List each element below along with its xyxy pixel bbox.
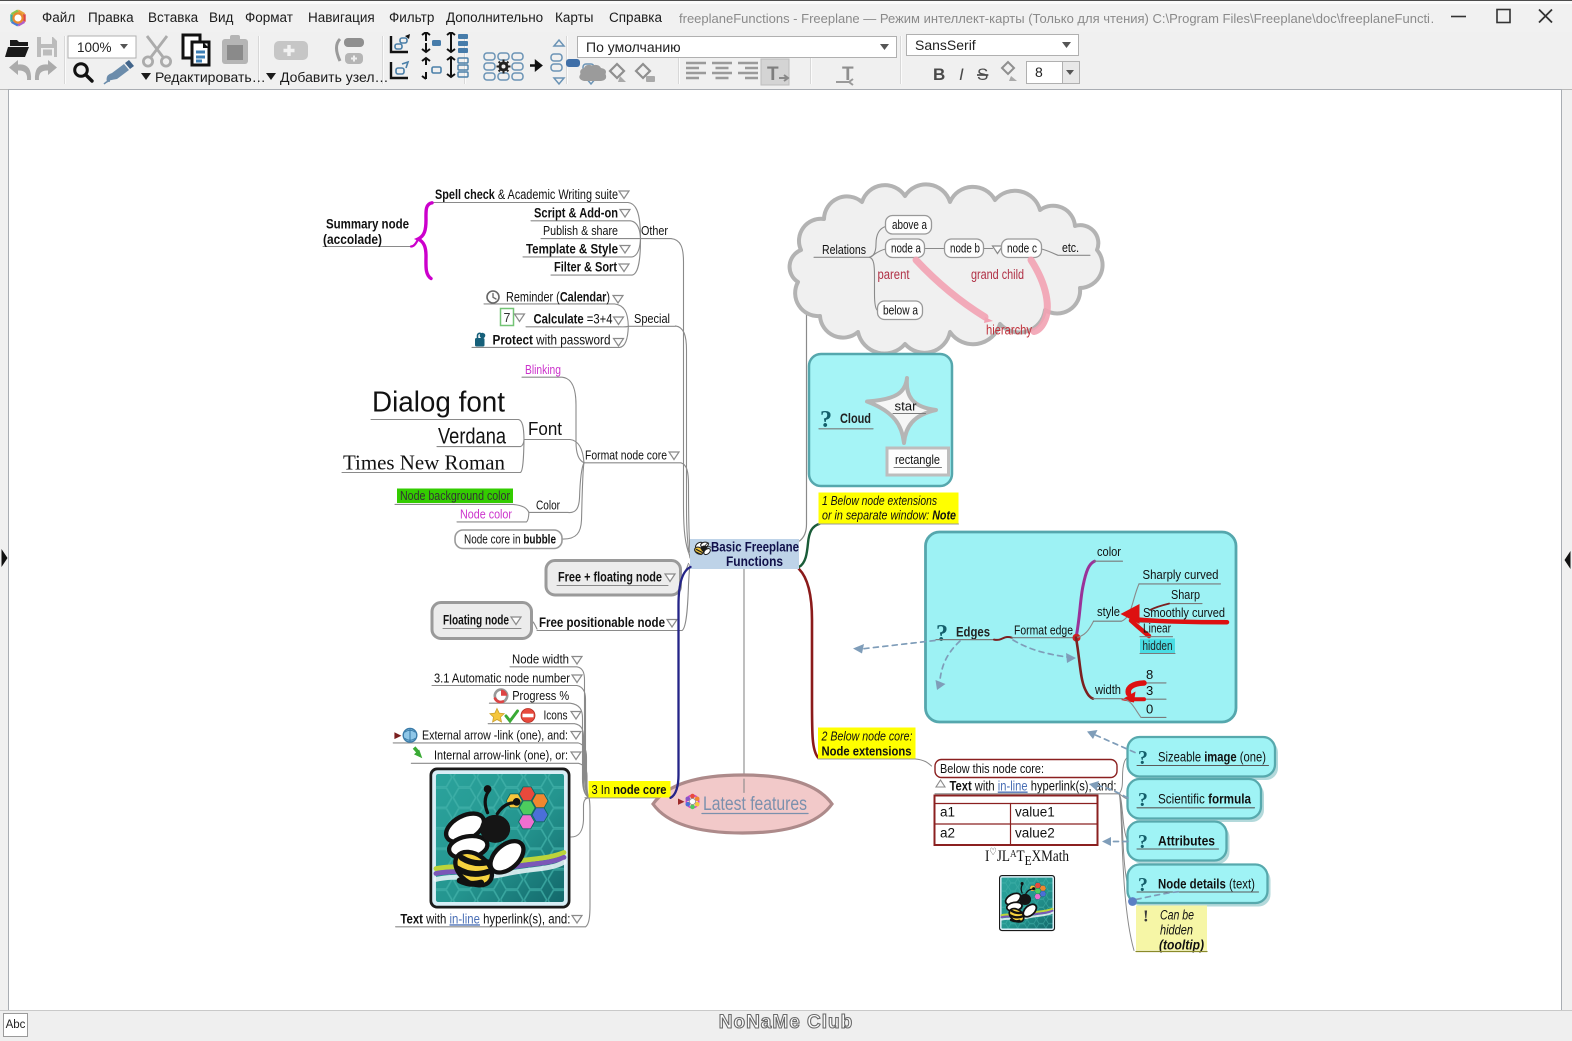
svg-text:Node core in bubble: Node core in bubble bbox=[464, 533, 556, 547]
svg-text:Internal arrow-link (one), or:: Internal arrow-link (one), or: bbox=[434, 748, 568, 763]
svg-text:or in separate window: Note: or in separate window: Note bbox=[822, 508, 956, 523]
svg-text:!: ! bbox=[1143, 907, 1149, 926]
svg-text:Other: Other bbox=[641, 223, 669, 238]
svg-text:7: 7 bbox=[504, 311, 511, 325]
svg-text:width: width bbox=[1094, 682, 1121, 697]
svg-text:Text with in-line hyperlink(s: Text with in-line hyperlink(s), and: bbox=[950, 779, 1117, 794]
svg-text:etc.: etc. bbox=[1062, 241, 1079, 255]
svg-text:Color: Color bbox=[536, 498, 561, 513]
svg-text:Basic Freeplane: Basic Freeplane bbox=[711, 540, 799, 555]
svg-text:Sharply curved: Sharply curved bbox=[1143, 567, 1219, 582]
svg-text:Text with in-line hyperlink(s: Text with in-line hyperlink(s), and: bbox=[400, 911, 570, 926]
svg-text:S: S bbox=[977, 65, 988, 84]
svg-text:3: 3 bbox=[1146, 683, 1153, 698]
svg-text:hidden: hidden bbox=[1143, 638, 1173, 653]
svg-text:Floating node: Floating node bbox=[443, 612, 509, 628]
svg-text:Script & Add-on: Script & Add-on bbox=[534, 205, 618, 220]
svg-text:Latest features: Latest features bbox=[703, 794, 807, 815]
svg-text:2 Below node core:: 2 Below node core: bbox=[821, 729, 913, 744]
svg-text:grand child: grand child bbox=[971, 267, 1024, 282]
svg-text:(tooltip): (tooltip) bbox=[1159, 938, 1204, 953]
svg-text:Progress %: Progress % bbox=[512, 688, 569, 703]
svg-text:B: B bbox=[933, 65, 945, 84]
svg-text:Free positionable node: Free positionable node bbox=[539, 614, 665, 630]
svg-text:Добавить узел…: Добавить узел… bbox=[280, 69, 389, 85]
svg-text:a2: a2 bbox=[940, 826, 955, 841]
svg-text:Functions: Functions bbox=[726, 554, 783, 569]
svg-text:node a: node a bbox=[891, 242, 921, 256]
svg-text:Times New Roman: Times New Roman bbox=[343, 451, 505, 475]
svg-text:8: 8 bbox=[1146, 667, 1153, 682]
svg-text:Dialog font: Dialog font bbox=[372, 387, 505, 419]
svg-text:Node details (text): Node details (text) bbox=[1158, 877, 1255, 892]
svg-text:Publish & share: Publish & share bbox=[543, 223, 618, 238]
svg-text:star: star bbox=[895, 400, 917, 414]
svg-text:Spell check & Academic Writing: Spell check & Academic Writing suite bbox=[435, 187, 618, 202]
svg-text:color: color bbox=[1097, 544, 1122, 559]
svg-text:Node background color: Node background color bbox=[400, 489, 510, 503]
svg-text:Scientific formula: Scientific formula bbox=[1158, 792, 1251, 807]
svg-text:Blinking: Blinking bbox=[525, 363, 561, 377]
svg-text:Format edge: Format edge bbox=[1014, 623, 1073, 638]
svg-text:Node width: Node width bbox=[512, 652, 569, 667]
svg-text:I: I bbox=[959, 65, 964, 84]
svg-text:Font: Font bbox=[528, 419, 562, 439]
svg-text:3.1 Automatic node number: 3.1 Automatic node number bbox=[434, 670, 571, 685]
svg-text:Редактировать…: Редактировать… bbox=[155, 69, 266, 85]
svg-text:Smoothly curved: Smoothly curved bbox=[1143, 605, 1225, 620]
svg-text:Icons: Icons bbox=[544, 707, 568, 722]
svg-text:Summary node: Summary node bbox=[326, 217, 409, 232]
svg-text:I♡JLATEXMath: I♡JLATEXMath bbox=[985, 847, 1069, 869]
svg-text:below a: below a bbox=[883, 304, 918, 318]
svg-text:100%: 100% bbox=[77, 40, 112, 55]
svg-text:Sharp: Sharp bbox=[1171, 587, 1200, 602]
svg-text:Template & Style: Template & Style bbox=[526, 242, 618, 257]
svg-text:Calculate =3+4: Calculate =3+4 bbox=[534, 311, 613, 326]
svg-text:node b: node b bbox=[950, 242, 980, 256]
svg-text:Can be: Can be bbox=[1160, 908, 1194, 923]
svg-text:node c: node c bbox=[1007, 242, 1037, 256]
svg-text:Special: Special bbox=[634, 311, 670, 326]
svg-text:Edges: Edges bbox=[956, 624, 990, 640]
svg-text:Relations: Relations bbox=[822, 242, 866, 257]
svg-text:Protect with password: Protect with password bbox=[493, 333, 611, 348]
svg-text:T: T bbox=[767, 64, 779, 85]
svg-text:Sizeable image (one): Sizeable image (one) bbox=[1158, 750, 1266, 765]
svg-text:(accolade): (accolade) bbox=[323, 232, 382, 247]
svg-text:Cloud: Cloud bbox=[840, 411, 871, 426]
svg-text:hidden: hidden bbox=[1160, 923, 1193, 938]
svg-text:1 Below node extensions: 1 Below node extensions bbox=[822, 493, 937, 508]
svg-text:Node extensions: Node extensions bbox=[822, 744, 912, 759]
svg-text:a1: a1 bbox=[940, 805, 955, 820]
svg-text:3 In node core: 3 In node core bbox=[592, 782, 667, 797]
svg-text:Format node core: Format node core bbox=[585, 447, 667, 462]
svg-text:Linear: Linear bbox=[1143, 621, 1172, 636]
svg-text:Verdana: Verdana bbox=[438, 424, 507, 449]
svg-text:0: 0 bbox=[1146, 702, 1153, 717]
svg-text:Filter & Sort: Filter & Sort bbox=[554, 260, 617, 275]
svg-text:Node color: Node color bbox=[460, 508, 512, 522]
svg-text:Attributes: Attributes bbox=[1158, 834, 1215, 849]
svg-text:Reminder (Calendar): Reminder (Calendar) bbox=[506, 290, 610, 305]
svg-text:rectangle: rectangle bbox=[895, 453, 940, 467]
svg-text:Free + floating node: Free + floating node bbox=[558, 569, 662, 585]
svg-text:value2: value2 bbox=[1015, 826, 1055, 841]
svg-text:hierarchy: hierarchy bbox=[986, 323, 1032, 338]
svg-text:parent: parent bbox=[878, 267, 910, 282]
svg-text:above a: above a bbox=[892, 218, 927, 232]
svg-text:Below this node core:: Below this node core: bbox=[940, 761, 1044, 776]
svg-text:External arrow -link (one), an: External arrow -link (one), and: bbox=[422, 728, 568, 743]
svg-text:style: style bbox=[1097, 604, 1120, 619]
svg-text:value1: value1 bbox=[1015, 805, 1055, 820]
